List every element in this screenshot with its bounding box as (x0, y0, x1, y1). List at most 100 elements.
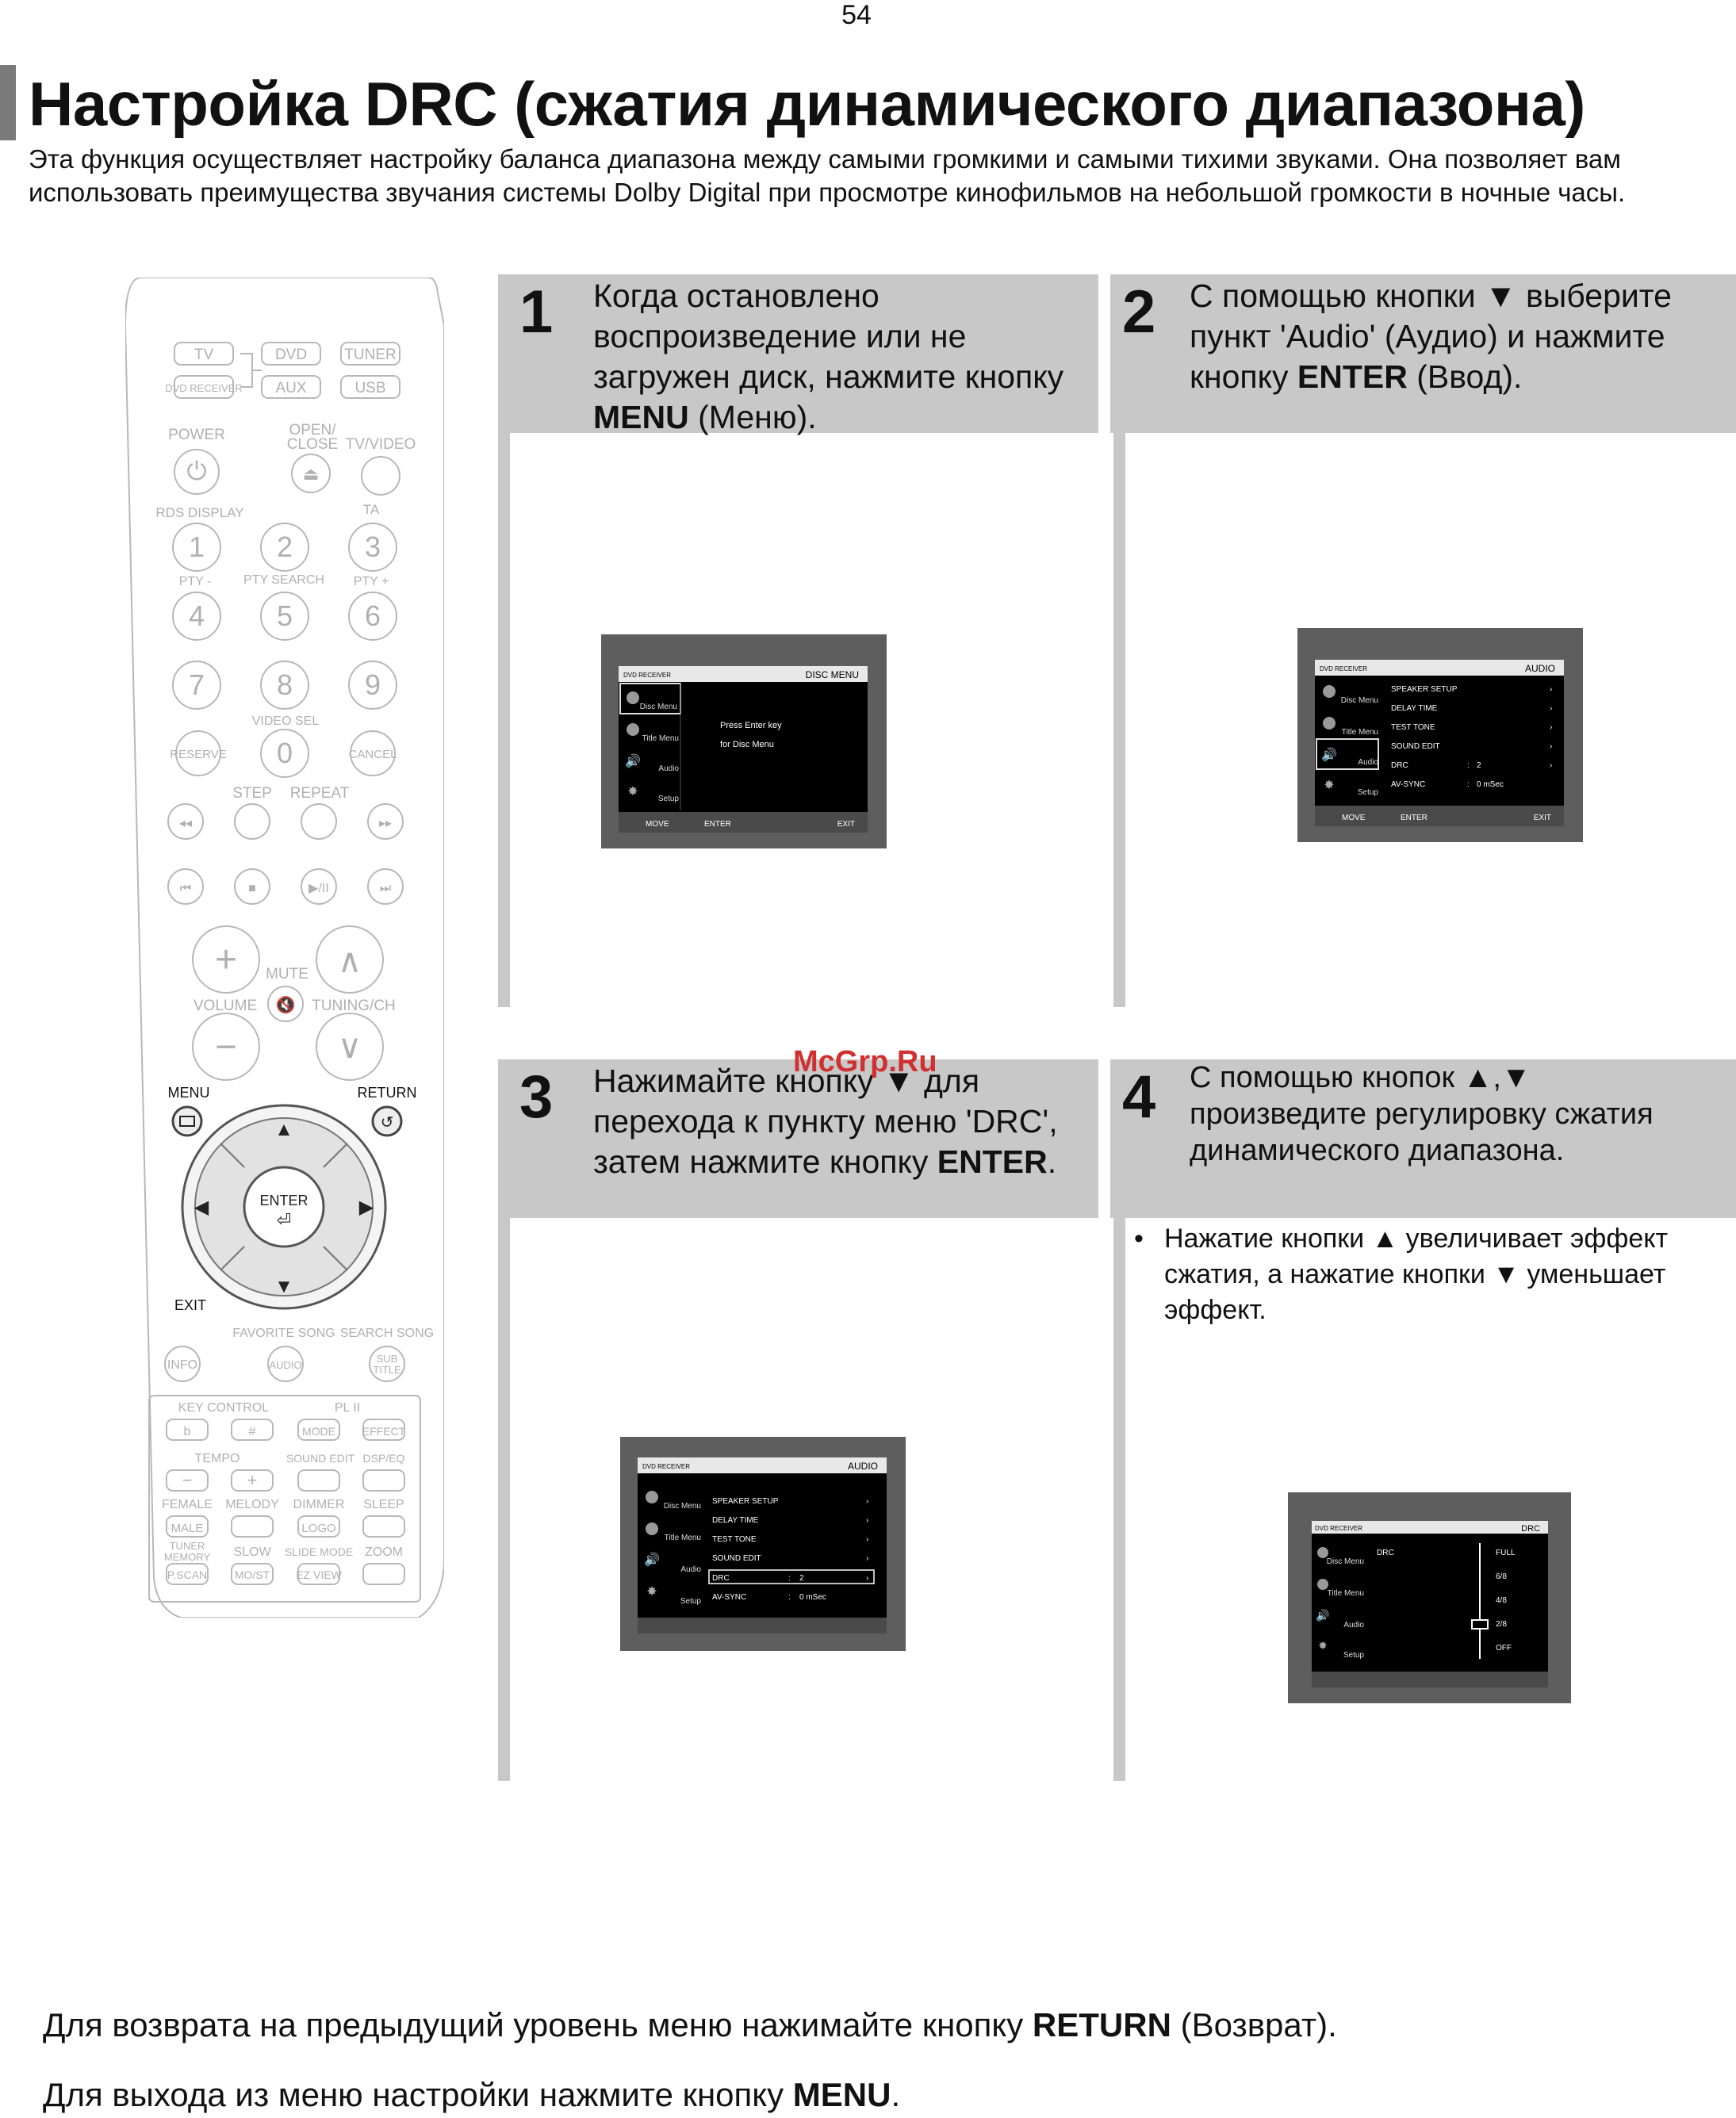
svg-text:Disc Menu: Disc Menu (640, 703, 677, 711)
svg-text:6: 6 (365, 599, 381, 632)
svg-text:2: 2 (277, 530, 293, 563)
svg-text:›: › (1550, 761, 1552, 770)
svg-text:SOUND EDIT: SOUND EDIT (712, 1554, 761, 1563)
svg-text:DVD RECEIVER: DVD RECEIVER (1320, 665, 1367, 672)
svg-text::: : (1467, 780, 1470, 789)
drc-slider-handle (1471, 1619, 1489, 1630)
svg-text::: : (788, 1593, 791, 1602)
svg-text:MO/ST: MO/ST (235, 1568, 270, 1581)
svg-text:⏻: ⏻ (186, 457, 206, 485)
svg-text:AUDIO: AUDIO (1525, 663, 1555, 674)
svg-text:CLOSE: CLOSE (287, 436, 338, 453)
svg-text:USB: USB (354, 380, 385, 396)
osd-screen-3: DVD RECEIVER AUDIO Disc Menu Title Menu … (620, 1437, 906, 1651)
svg-text:−: − (215, 1026, 237, 1068)
step-3-text: Нажимайте кнопку ▼ для перехода к пункту… (593, 1063, 1058, 1180)
svg-text:0 mSec: 0 mSec (1477, 780, 1504, 789)
svg-text:Setup: Setup (1343, 1651, 1365, 1660)
svg-text:›: › (1550, 723, 1552, 732)
step-3-number: 3 (519, 1063, 554, 1131)
svg-text:Disc Menu: Disc Menu (1327, 1557, 1364, 1566)
step-4-bullet-text: Нажатие кнопки ▲ увеличивает эффект сжат… (1164, 1224, 1669, 1325)
svg-text::: : (788, 1574, 791, 1583)
svg-text:RDS DISPLAY: RDS DISPLAY (155, 505, 243, 520)
svg-text:EXIT: EXIT (837, 820, 855, 829)
svg-text:1: 1 (189, 530, 205, 563)
title-bar-accent (0, 65, 16, 140)
return-label: RETURN (358, 1085, 417, 1101)
svg-text:Audio: Audio (1343, 1621, 1364, 1630)
osd-screen-4: DVD RECEIVER DRC Disc Menu Title Menu Au… (1288, 1492, 1571, 1703)
svg-text:FAVORITE SONG: FAVORITE SONG (232, 1327, 335, 1340)
svg-text:EXIT: EXIT (1534, 814, 1551, 822)
svg-text:◂◂: ◂◂ (179, 817, 192, 830)
svg-text:SPEAKER SETUP: SPEAKER SETUP (1391, 685, 1458, 694)
svg-text:AUDIO: AUDIO (269, 1359, 301, 1371)
svg-text:SOUND EDIT: SOUND EDIT (286, 1452, 355, 1465)
svg-text:+: + (215, 939, 237, 981)
page-number: 54 (841, 0, 872, 30)
svg-text:SLOW: SLOW (233, 1545, 271, 1559)
step-4-bullet: • Нажатие кнопки ▲ увеличивает эффект сж… (1134, 1221, 1721, 1328)
svg-text:AV-SYNC: AV-SYNC (1391, 780, 1425, 789)
step-3-header (498, 1059, 1098, 1218)
svg-text:🔊: 🔊 (1321, 747, 1337, 762)
svg-text:🔊: 🔊 (625, 753, 641, 768)
step-2-number: 2 (1122, 278, 1156, 346)
svg-text:0: 0 (277, 737, 293, 769)
intro-text: Эта функция осуществляет настройку балан… (29, 144, 1626, 207)
svg-text:Setup: Setup (1358, 788, 1379, 797)
svg-text:RESERVE: RESERVE (170, 748, 226, 761)
svg-text:EFFECT: EFFECT (362, 1425, 406, 1438)
svg-text:FEMALE: FEMALE (162, 1498, 213, 1511)
tv-label: TV (194, 347, 214, 363)
svg-text:TUNING/CH: TUNING/CH (312, 998, 396, 1014)
svg-text:↺: ↺ (381, 1114, 394, 1132)
svg-text:Title Menu: Title Menu (665, 1534, 701, 1542)
svg-text:MEMORY: MEMORY (164, 1551, 211, 1563)
svg-text:DIMMER: DIMMER (293, 1498, 345, 1511)
menu-label: MENU (168, 1085, 210, 1101)
svg-text:DVD RECEIVER: DVD RECEIVER (165, 382, 243, 394)
step-1-number: 1 (519, 278, 554, 346)
step-2-text: С помощью кнопки ▼ выберите пункт 'Audio… (1190, 278, 1672, 395)
svg-text:b: b (184, 1425, 191, 1438)
svg-text:▼: ▼ (274, 1276, 293, 1297)
svg-text:POWER: POWER (168, 427, 225, 443)
svg-text:▸▸: ▸▸ (379, 817, 392, 830)
svg-text:▶/II: ▶/II (308, 882, 329, 895)
svg-text:DRC: DRC (1391, 761, 1408, 770)
svg-text:›: › (866, 1535, 868, 1544)
svg-text:PL II: PL II (335, 1401, 360, 1415)
svg-text:FULL: FULL (1496, 1549, 1516, 1557)
exit-label: EXIT (174, 1297, 206, 1313)
svg-text:MOVE: MOVE (646, 820, 669, 829)
svg-text:›: › (866, 1516, 868, 1525)
watermark: McGrp.Ru (793, 1045, 937, 1078)
svg-text:OPEN/: OPEN/ (289, 422, 336, 439)
svg-text:Audio: Audio (1358, 758, 1378, 767)
svg-text:PTY +: PTY + (354, 575, 389, 588)
step-1-divider (498, 433, 510, 1007)
svg-text:⏭: ⏭ (380, 882, 391, 895)
svg-text:REPEAT: REPEAT (290, 785, 350, 802)
svg-text:PTY SEARCH: PTY SEARCH (243, 573, 324, 587)
osd-screen-2: DVD RECEIVER AUDIO Disc Menu Title Menu … (1297, 628, 1583, 842)
svg-text:PTY -: PTY - (179, 575, 212, 588)
svg-text:−: − (182, 1470, 193, 1490)
svg-text:›: › (1550, 685, 1552, 694)
svg-text:Title Menu: Title Menu (1328, 1589, 1364, 1598)
svg-text:TV/VIDEO: TV/VIDEO (346, 436, 416, 453)
svg-text:2: 2 (1477, 761, 1481, 770)
svg-text:Press Enter key: Press Enter key (720, 721, 782, 730)
svg-text:VIDEO SEL: VIDEO SEL (252, 714, 320, 728)
svg-text:›: › (1550, 742, 1552, 751)
svg-text:▶: ▶ (359, 1197, 374, 1218)
svg-text:AUX: AUX (275, 380, 306, 396)
svg-text:3: 3 (365, 530, 381, 563)
svg-text:SEARCH SONG: SEARCH SONG (340, 1327, 434, 1340)
svg-text:TUNER: TUNER (344, 347, 396, 363)
step-4-number: 4 (1122, 1063, 1156, 1131)
svg-text:›: › (866, 1554, 868, 1563)
svg-text:ENTER: ENTER (704, 820, 731, 829)
